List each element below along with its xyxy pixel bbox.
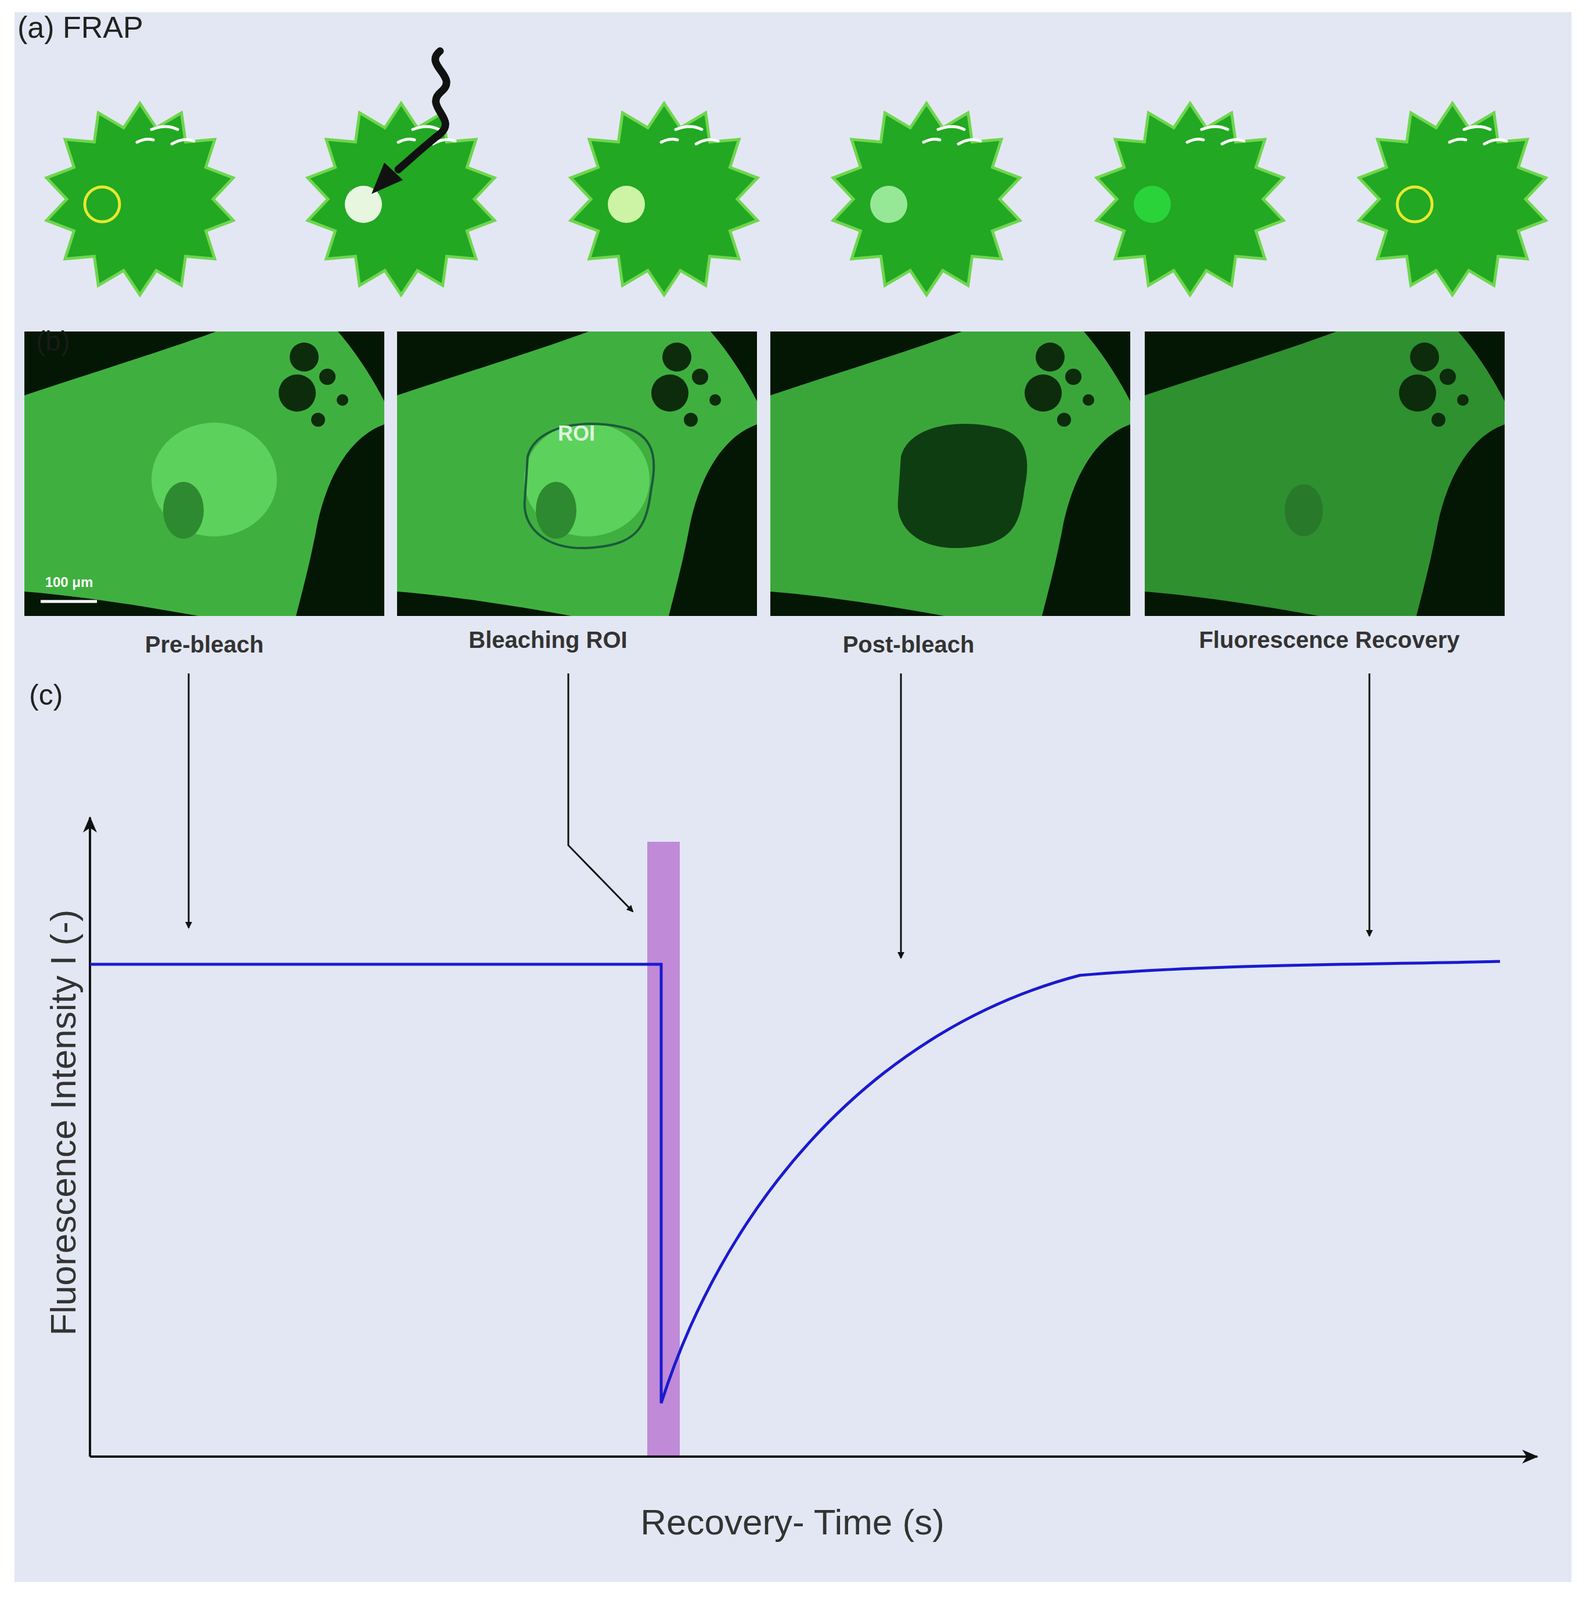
micrograph	[397, 331, 757, 616]
axis-title: Fluorescence Intensity I (-)	[42, 909, 84, 1336]
roi-label: ROI	[557, 421, 596, 446]
micrograph-panel: 100 μm Pre-bleach	[24, 331, 385, 660]
cell	[1358, 103, 1546, 295]
recovery-curve	[89, 961, 1501, 1404]
panel-caption: Fluorescence Recovery	[1198, 626, 1460, 654]
y-axis	[88, 817, 92, 1457]
micrograph	[1144, 331, 1505, 616]
cell	[307, 103, 495, 295]
cell	[1096, 103, 1284, 295]
axis-title: Recovery- Time (s)	[640, 1501, 945, 1543]
micrograph-panel: Post-bleach	[770, 331, 1131, 660]
leader-lines	[188, 673, 1370, 958]
cell	[46, 103, 234, 295]
panel-label: (b)	[35, 325, 71, 358]
cell-row	[46, 51, 1546, 295]
scale-bar-label: 100 μm	[45, 574, 94, 591]
laser-arrowhead	[371, 162, 403, 194]
micrograph	[24, 331, 385, 616]
micrograph-panel: Fluorescence Recovery	[1144, 331, 1507, 660]
cell	[570, 103, 758, 295]
laser-arrow	[398, 51, 447, 170]
micrograph	[770, 331, 1131, 616]
cell	[833, 103, 1020, 295]
figure-ground	[14, 12, 1572, 1582]
micrograph-panel: ROI Bleaching ROI	[397, 331, 757, 660]
panel-label: (a) FRAP	[17, 10, 144, 46]
x-axis	[89, 1455, 1538, 1458]
panel-caption: Pre-bleach	[145, 631, 265, 658]
panel-caption: Post-bleach	[842, 631, 975, 658]
panel-caption: Bleaching ROI	[468, 626, 627, 654]
panel-label: (c)	[29, 678, 63, 713]
